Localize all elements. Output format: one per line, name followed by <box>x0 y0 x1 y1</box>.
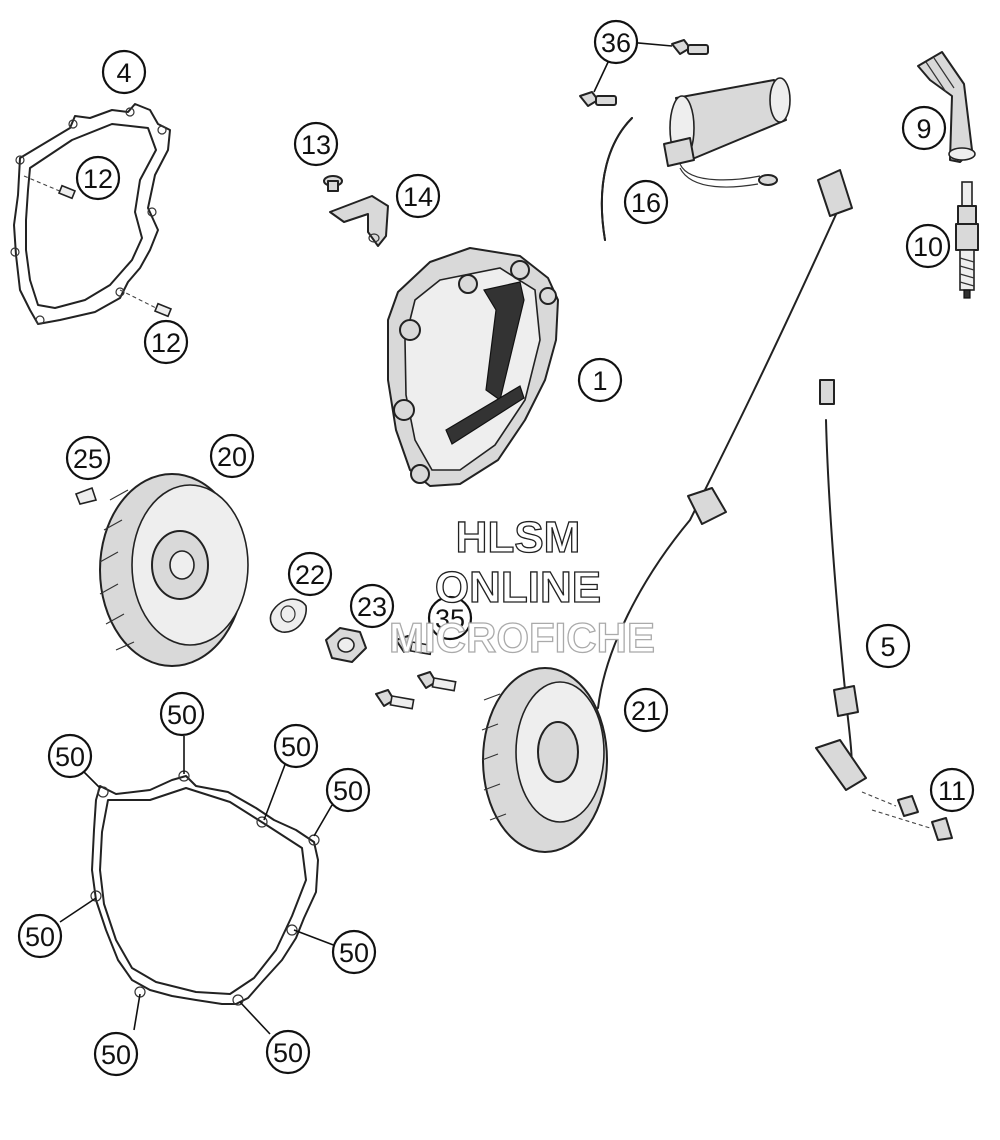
svg-text:12: 12 <box>151 328 181 358</box>
svg-text:50: 50 <box>25 922 55 952</box>
svg-text:10: 10 <box>913 232 943 262</box>
washer <box>269 598 307 633</box>
watermark-line-3: MICROFICHE <box>389 614 655 661</box>
gasket-lower <box>90 770 320 1006</box>
callout-11: 11 <box>929 767 975 813</box>
svg-text:36: 36 <box>601 28 631 58</box>
svg-text:13: 13 <box>301 130 331 160</box>
sensor-bolt-b <box>871 809 953 841</box>
callout-50-g: 50 <box>93 1031 139 1077</box>
flywheel-rotor <box>99 473 249 667</box>
svg-text:25: 25 <box>73 444 103 474</box>
callout-23: 23 <box>349 583 395 629</box>
callout-21: 21 <box>623 687 669 733</box>
watermark: HLSM ONLINE MICROFICHE <box>388 512 655 661</box>
woodruff-key <box>74 486 98 505</box>
svg-text:1: 1 <box>592 366 607 396</box>
callout-20: 20 <box>209 433 255 479</box>
callout-5: 5 <box>865 623 911 669</box>
svg-text:50: 50 <box>167 700 197 730</box>
stator <box>481 667 608 853</box>
callout-12-upper: 12 <box>75 155 121 201</box>
svg-text:23: 23 <box>357 592 387 622</box>
watermark-line-1: HLSM <box>456 513 581 562</box>
callout-12-lower: 12 <box>143 319 189 365</box>
callout-50-a: 50 <box>159 691 205 737</box>
callout-4: 4 <box>101 49 147 95</box>
svg-text:50: 50 <box>101 1040 131 1070</box>
dowel-pin-lower <box>119 289 173 318</box>
gasket-upper <box>10 103 171 325</box>
svg-text:22: 22 <box>295 560 325 590</box>
svg-text:50: 50 <box>333 776 363 806</box>
ignition-cover <box>387 247 559 487</box>
svg-text:50: 50 <box>273 1038 303 1068</box>
svg-text:50: 50 <box>55 742 85 772</box>
stator-bolt-b <box>417 671 457 692</box>
bolt-36-b <box>579 91 617 107</box>
svg-text:11: 11 <box>938 776 966 806</box>
callout-16: 16 <box>623 179 669 225</box>
callout-50-d: 50 <box>325 767 371 813</box>
callout-50-h: 50 <box>265 1029 311 1075</box>
svg-text:12: 12 <box>83 164 113 194</box>
callout-36: 36 <box>593 19 639 65</box>
callout-14: 14 <box>395 173 441 219</box>
callout-50-f: 50 <box>331 929 377 975</box>
spark-plug <box>955 181 979 299</box>
svg-text:4: 4 <box>116 58 131 88</box>
stator-wire-harness <box>597 169 853 709</box>
svg-text:9: 9 <box>916 114 931 144</box>
callout-50-e: 50 <box>17 913 63 959</box>
svg-text:16: 16 <box>631 188 661 218</box>
svg-text:20: 20 <box>217 442 247 472</box>
callout-35: 35 <box>427 595 473 641</box>
callout-layer: 1 4 5 9 10 11 12 12 13 14 16 20 21 22 23… <box>17 19 975 1077</box>
watermark-line-2: ONLINE <box>435 563 601 612</box>
speed-sensor <box>815 379 867 791</box>
flywheel-nut <box>325 627 367 663</box>
bolt-13 <box>323 175 343 192</box>
callout-10: 10 <box>905 223 951 269</box>
callout-25: 25 <box>65 435 111 481</box>
spark-plug-cap <box>917 51 976 163</box>
stator-bolt-a <box>395 635 433 656</box>
bracket-14 <box>329 195 389 247</box>
sensor-bolt-a <box>861 791 919 817</box>
bolt-36-a <box>671 39 709 55</box>
svg-text:14: 14 <box>403 182 433 212</box>
callout-50-b: 50 <box>47 733 93 779</box>
callout-9: 9 <box>901 105 947 151</box>
svg-text:35: 35 <box>435 604 465 634</box>
stator-bolt-c <box>375 689 415 710</box>
svg-text:5: 5 <box>880 632 895 662</box>
dowel-pin-upper <box>23 175 77 200</box>
callout-1: 1 <box>577 357 623 403</box>
callout-22: 22 <box>287 551 333 597</box>
callout-13: 13 <box>293 121 339 167</box>
svg-text:50: 50 <box>281 732 311 762</box>
svg-text:50: 50 <box>339 938 369 968</box>
ignition-coil <box>600 77 791 241</box>
svg-text:21: 21 <box>631 696 661 726</box>
callout-50-c: 50 <box>273 723 319 769</box>
